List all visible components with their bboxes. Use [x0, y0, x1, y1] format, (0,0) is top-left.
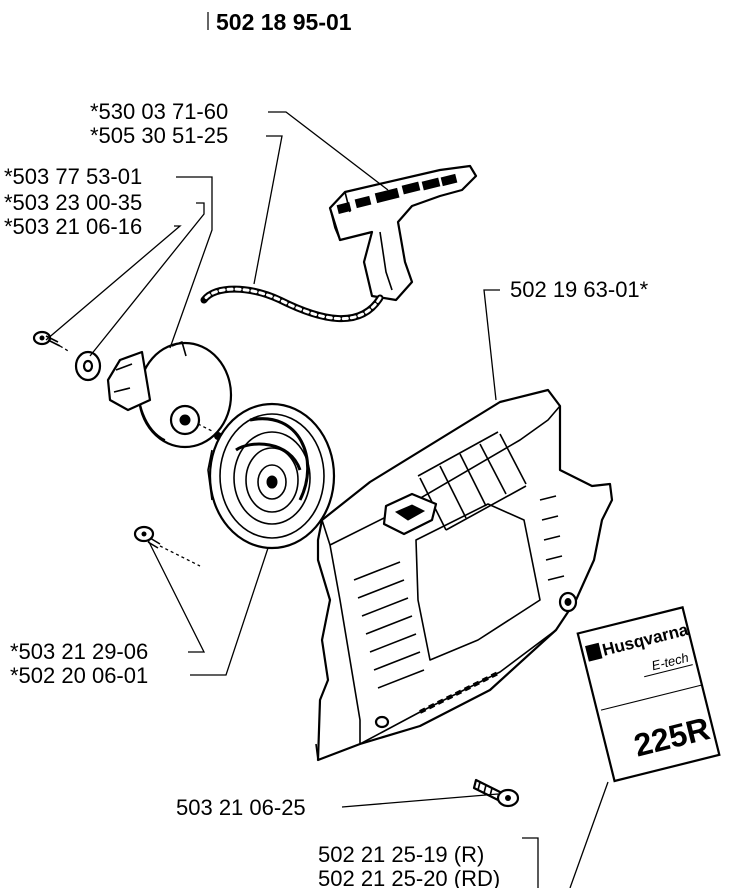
- starter-cover: [315, 388, 614, 762]
- leader-lines: [45, 111, 609, 888]
- label-small-screw: *503 21 06-16: [4, 214, 142, 239]
- washer: [74, 350, 102, 382]
- label-pulley: *503 77 53-01: [4, 164, 142, 189]
- starter-handle: [328, 164, 478, 302]
- label-rope: *505 30 51-25: [90, 123, 228, 148]
- small-screw: [32, 330, 61, 347]
- label-decal-r: 502 21 25-19 (R): [318, 842, 484, 867]
- label-cover: 502 19 63-01*: [510, 277, 649, 302]
- starter-rope: [200, 285, 384, 322]
- spring-housing: [207, 402, 336, 550]
- label-washer: *503 23 00-35: [4, 190, 142, 215]
- label-spring-screw: *503 21 29-06: [10, 639, 148, 664]
- label-spring-housing: *502 20 06-01: [10, 663, 148, 688]
- assembly-number: 502 18 95-01: [216, 9, 352, 35]
- rope-pulley: [106, 341, 233, 449]
- label-decal-rd: 502 21 25-20 (RD): [318, 866, 500, 888]
- decal: Husqvarna E-tech 225R: [576, 606, 721, 783]
- label-handle: *530 03 71-60: [90, 99, 228, 124]
- assembly-line: [159, 545, 201, 567]
- label-cover-screw: 503 21 06-25: [176, 795, 306, 820]
- spring-screw: [133, 525, 161, 549]
- assembly-line: [197, 423, 215, 433]
- assembly-line: [59, 345, 71, 353]
- cover-screw: [472, 778, 520, 808]
